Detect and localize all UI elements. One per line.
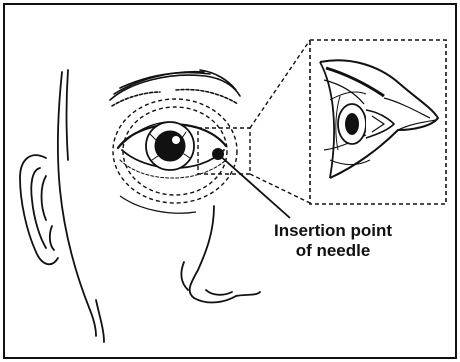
inset-connector xyxy=(250,40,310,203)
label-line-1: Insertion point xyxy=(258,221,408,241)
eye-closeup-inset-icon xyxy=(310,40,446,204)
insertion-point-label: Insertion point of needle xyxy=(258,221,408,261)
eyebrow-icon xyxy=(110,70,240,106)
ear-icon xyxy=(20,155,58,264)
nose-icon xyxy=(181,206,260,302)
cheek-line xyxy=(120,196,196,213)
eye-icon xyxy=(118,122,226,178)
label-line-2: of needle xyxy=(258,241,408,261)
face-profile-icon xyxy=(58,70,104,342)
